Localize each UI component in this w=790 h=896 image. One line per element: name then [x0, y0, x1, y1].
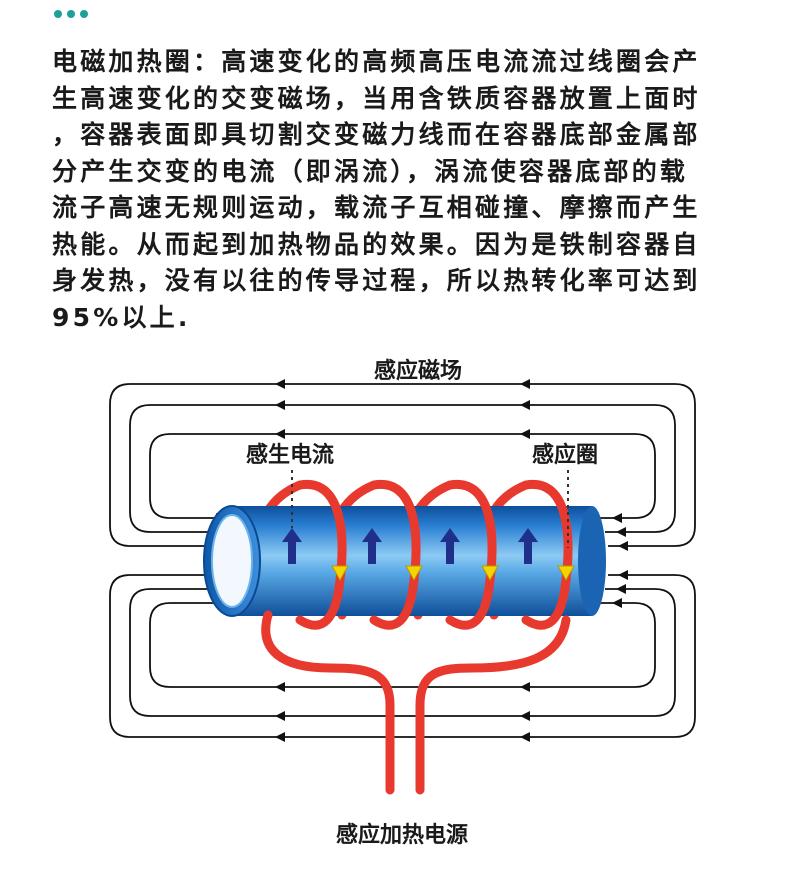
decorative-dots	[54, 10, 88, 18]
pipe-right-end	[578, 506, 606, 616]
current-arrow	[440, 528, 460, 564]
label-induced-current: 感生电流	[246, 442, 334, 468]
field-loop-upper-3	[109, 383, 696, 547]
magnetic-field-lines	[109, 383, 696, 738]
field-arrow	[275, 682, 285, 692]
induced-current-arrows	[282, 528, 538, 564]
metal-pipe	[203, 505, 606, 617]
field-arrow	[616, 584, 626, 594]
field-loop-lower-3	[109, 574, 696, 738]
coil-arrow	[481, 565, 499, 582]
field-arrow	[616, 527, 626, 537]
label-pointers	[291, 470, 569, 548]
field-arrow	[520, 682, 530, 692]
label-power-source: 感应加热电源	[336, 822, 468, 848]
field-arrow	[618, 541, 628, 551]
current-arrow	[282, 528, 302, 564]
field-loop-lower-1	[149, 602, 656, 688]
coil-current-arrows	[331, 565, 575, 582]
coil-arrow	[405, 565, 423, 582]
label-magnetic-field: 感应磁场	[374, 358, 462, 384]
label-induction-coil: 感应圈	[532, 442, 598, 468]
dot-1	[54, 10, 62, 18]
field-loop-upper-1	[149, 433, 656, 519]
field-loop-lower-2	[129, 588, 676, 717]
field-arrow	[520, 429, 530, 439]
field-arrow	[275, 379, 285, 389]
field-arrow	[520, 400, 530, 410]
field-loop-upper-2	[129, 404, 676, 533]
coil-leads	[261, 610, 571, 795]
field-arrow	[520, 732, 530, 742]
field-arrow	[520, 711, 530, 721]
current-arrow	[362, 528, 382, 564]
field-arrow	[612, 598, 622, 608]
coil-arrow	[331, 565, 349, 582]
field-arrow	[618, 570, 628, 580]
coil-arrow	[557, 565, 575, 582]
field-arrow	[275, 711, 285, 721]
current-arrow	[518, 528, 538, 564]
lead-right	[415, 615, 571, 795]
field-arrow	[275, 429, 285, 439]
field-arrow	[612, 513, 622, 523]
field-arrow	[275, 732, 285, 742]
description-paragraph: 电磁加热圈：高速变化的高频高压电流流过线圈会产 生高速变化的交变磁场，当用含铁质…	[52, 47, 701, 332]
field-arrow	[520, 379, 530, 389]
dot-3	[80, 10, 88, 18]
field-arrow	[275, 400, 285, 410]
lead-left	[261, 610, 395, 795]
dot-2	[67, 10, 75, 18]
